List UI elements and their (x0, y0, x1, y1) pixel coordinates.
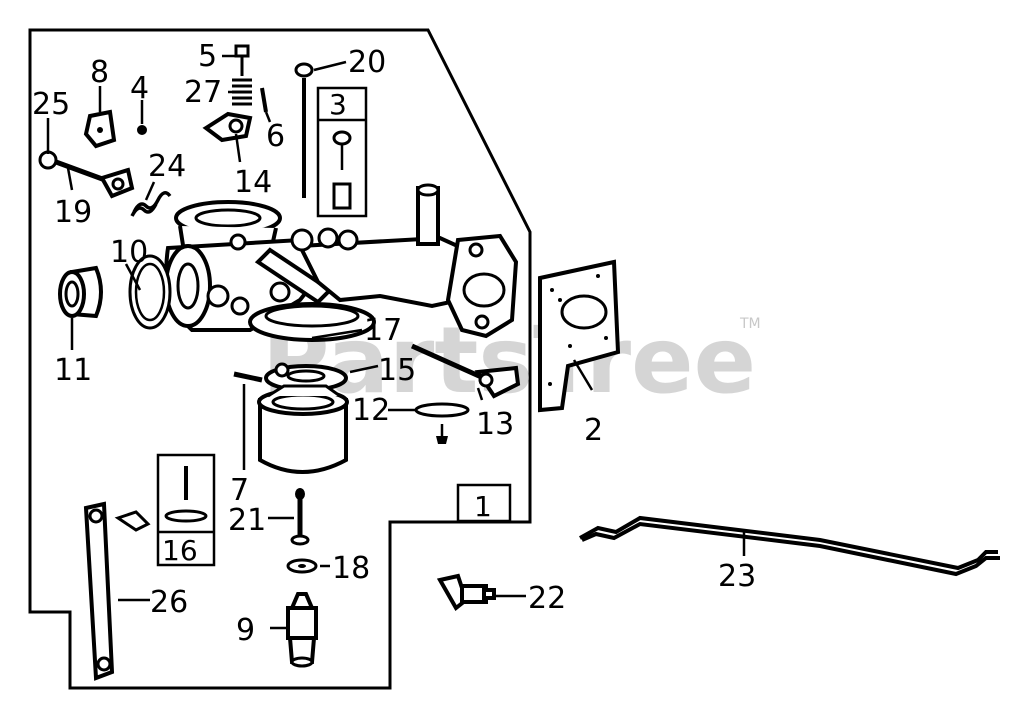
label-4: 4 (130, 71, 149, 106)
label-8: 8 (90, 55, 109, 90)
throttle-lever-14[interactable] (202, 111, 253, 143)
throttle-shaft-13[interactable] (410, 343, 521, 399)
label-2: 2 (584, 413, 603, 448)
label-27: 27 (184, 75, 222, 110)
label-14: 14 (234, 165, 272, 200)
callout-labels: 2 4 5 6 7 8 9 10 11 12 13 14 15 17 18 19… (32, 39, 756, 648)
gasket-2[interactable] (538, 259, 621, 413)
label-17: 17 (364, 313, 402, 348)
screw-4[interactable] (137, 125, 147, 135)
choke-shaft-19[interactable] (38, 150, 135, 199)
needle-valve-21[interactable] (290, 488, 310, 546)
governor-rod-23[interactable] (579, 515, 1000, 577)
watermark-trademark: TM (739, 316, 761, 332)
label-12: 12 (352, 393, 390, 428)
kit-box-16[interactable]: 16 (156, 453, 216, 567)
throttle-plate-12[interactable] (414, 402, 470, 444)
bowl-gasket-15[interactable] (264, 362, 348, 392)
bowl-nut-9[interactable] (286, 592, 318, 668)
kit-box-1[interactable]: 1 (456, 483, 512, 523)
label-15: 15 (378, 353, 416, 388)
washer-18[interactable] (286, 558, 318, 574)
float-pin-7[interactable] (233, 371, 263, 383)
fuel-bowl[interactable] (257, 384, 349, 474)
screw-5[interactable] (234, 44, 250, 76)
label-7: 7 (230, 473, 249, 508)
label-1: 1 (474, 490, 492, 523)
label-21: 21 (228, 503, 266, 538)
screw-20[interactable] (294, 62, 314, 198)
o-ring-10[interactable] (128, 254, 172, 330)
link-26[interactable] (83, 501, 151, 681)
pin-6[interactable] (260, 87, 268, 113)
label-20: 20 (348, 45, 386, 80)
label-26: 26 (150, 585, 188, 620)
label-6: 6 (266, 119, 285, 154)
label-5: 5 (198, 39, 217, 74)
label-16: 16 (162, 534, 198, 567)
fuel-fitting-22[interactable] (436, 573, 496, 612)
kit-box-3[interactable]: 3 (316, 86, 368, 218)
label-11: 11 (54, 353, 92, 388)
leader-lines (46, 54, 746, 630)
label-24: 24 (148, 149, 186, 184)
label-19: 19 (54, 195, 92, 230)
bushing-11[interactable] (58, 265, 103, 319)
label-18: 18 (332, 551, 370, 586)
label-23: 23 (718, 559, 756, 594)
label-22: 22 (528, 581, 566, 616)
label-25: 25 (32, 87, 70, 122)
choke-plate-8[interactable] (83, 109, 117, 149)
label-13: 13 (476, 407, 514, 442)
spring-24[interactable] (130, 191, 172, 217)
label-10: 10 (110, 235, 148, 270)
spring-27[interactable] (232, 78, 252, 106)
assembly-frame (28, 28, 532, 690)
label-9: 9 (236, 613, 255, 648)
label-3: 3 (329, 88, 347, 121)
carburetor-body[interactable] (164, 183, 519, 342)
